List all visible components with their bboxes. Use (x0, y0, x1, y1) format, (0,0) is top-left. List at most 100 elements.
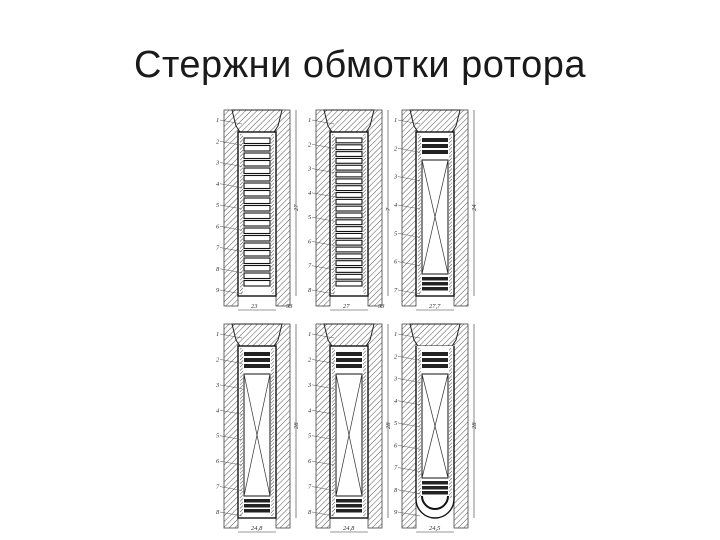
tooth-left (315, 323, 331, 529)
part-number-label: 1 (216, 331, 219, 338)
part-number-label: 3 (393, 376, 398, 383)
leader-line (311, 289, 335, 295)
conductor-strip (336, 364, 362, 368)
conductor-strip (422, 481, 448, 485)
conductor-strip (335, 280, 363, 287)
part-number-label: 6 (216, 223, 220, 230)
leader-line (311, 410, 335, 415)
conductor-strip (243, 257, 271, 265)
conductor-strip (243, 204, 271, 212)
part-number-label: 3 (215, 160, 220, 167)
conductor-strip (422, 150, 448, 154)
conductor-strip (422, 144, 448, 148)
conductor-strip (422, 282, 448, 286)
part-number-label: 3 (307, 382, 312, 389)
filler-cross (421, 373, 449, 479)
conductor-strip (422, 364, 448, 368)
part-number-label: 2 (216, 356, 220, 363)
part-number-label: 1 (394, 117, 397, 124)
tooth-right (367, 323, 383, 529)
part-number-label: 1 (308, 331, 311, 338)
conductor-strip (244, 499, 270, 503)
part-number-label: 4 (216, 181, 220, 188)
conductor-strip (243, 159, 271, 167)
conductor-strip (422, 138, 448, 142)
leader-line (219, 435, 243, 440)
part-number-label: 2 (394, 353, 398, 360)
filler-cross (243, 373, 271, 497)
leader-line (397, 422, 421, 428)
leader-line (219, 460, 243, 466)
leader-line (397, 233, 421, 238)
leader-line (311, 192, 335, 198)
conductor-strip (335, 178, 363, 185)
conductor-strip (335, 151, 363, 158)
part-number-label: 2 (308, 356, 312, 363)
conductor-strip (335, 171, 363, 178)
leader-line (219, 183, 243, 188)
conductor-strip (244, 509, 270, 513)
conductor-strip (244, 364, 270, 368)
part-number-label: 9 (216, 287, 220, 294)
leader-line (397, 489, 421, 494)
conductor-strip (243, 182, 271, 190)
insulation-left (418, 348, 421, 498)
conductor-strip (422, 491, 448, 495)
insulation-left (240, 134, 243, 294)
leader-line (219, 162, 243, 167)
part-number-label: 2 (216, 138, 220, 145)
leader-line (219, 359, 243, 364)
part-number-label: 6 (394, 442, 398, 449)
conductor-strip (243, 234, 271, 242)
leader-line (219, 289, 243, 295)
conductor-strip (243, 272, 271, 280)
insulation-left (332, 348, 335, 516)
conductor-strip (243, 279, 271, 287)
part-number-label: 7 (394, 465, 398, 472)
conductor-strip (335, 246, 363, 253)
conductor-strip (335, 212, 363, 219)
leader-line (219, 247, 243, 252)
leader-line (311, 216, 335, 222)
conductor-strip (335, 205, 363, 212)
conductor-strip (243, 137, 271, 145)
conductor-strip (335, 219, 363, 226)
tooth-right (275, 323, 291, 529)
slot-wedge (409, 323, 461, 347)
dimension-label: 27 (293, 204, 300, 211)
conductor-strip (243, 227, 271, 235)
dimension-label: 24,8 (251, 525, 263, 532)
slot-wedge (323, 323, 375, 347)
part-number-label: 8 (308, 287, 312, 294)
dimension-label: 53 (378, 303, 385, 310)
conductor-strip (243, 174, 271, 182)
dimension-label: 27,7 (429, 303, 441, 310)
leader-line (311, 511, 335, 517)
conductor-strip (335, 273, 363, 280)
conductor-strip (244, 504, 270, 508)
conductor-strip (244, 352, 270, 356)
leader-line (311, 241, 335, 246)
conductor-strip (422, 358, 448, 362)
insulation-right (271, 134, 274, 294)
leader-line (397, 119, 421, 125)
leader-line (219, 119, 243, 125)
leader-line (311, 144, 335, 149)
leader-line (311, 265, 335, 270)
leader-line (397, 445, 421, 450)
leader-line (311, 435, 335, 440)
part-number-label: 7 (308, 484, 312, 491)
leader-line (397, 333, 421, 339)
part-number-label: 7 (216, 245, 220, 252)
conductor-strip (335, 185, 363, 192)
leader-line (397, 378, 421, 383)
part-number-label: 3 (215, 382, 220, 389)
leader-line (397, 289, 421, 295)
tooth-right (367, 109, 383, 307)
leader-line (311, 460, 335, 466)
